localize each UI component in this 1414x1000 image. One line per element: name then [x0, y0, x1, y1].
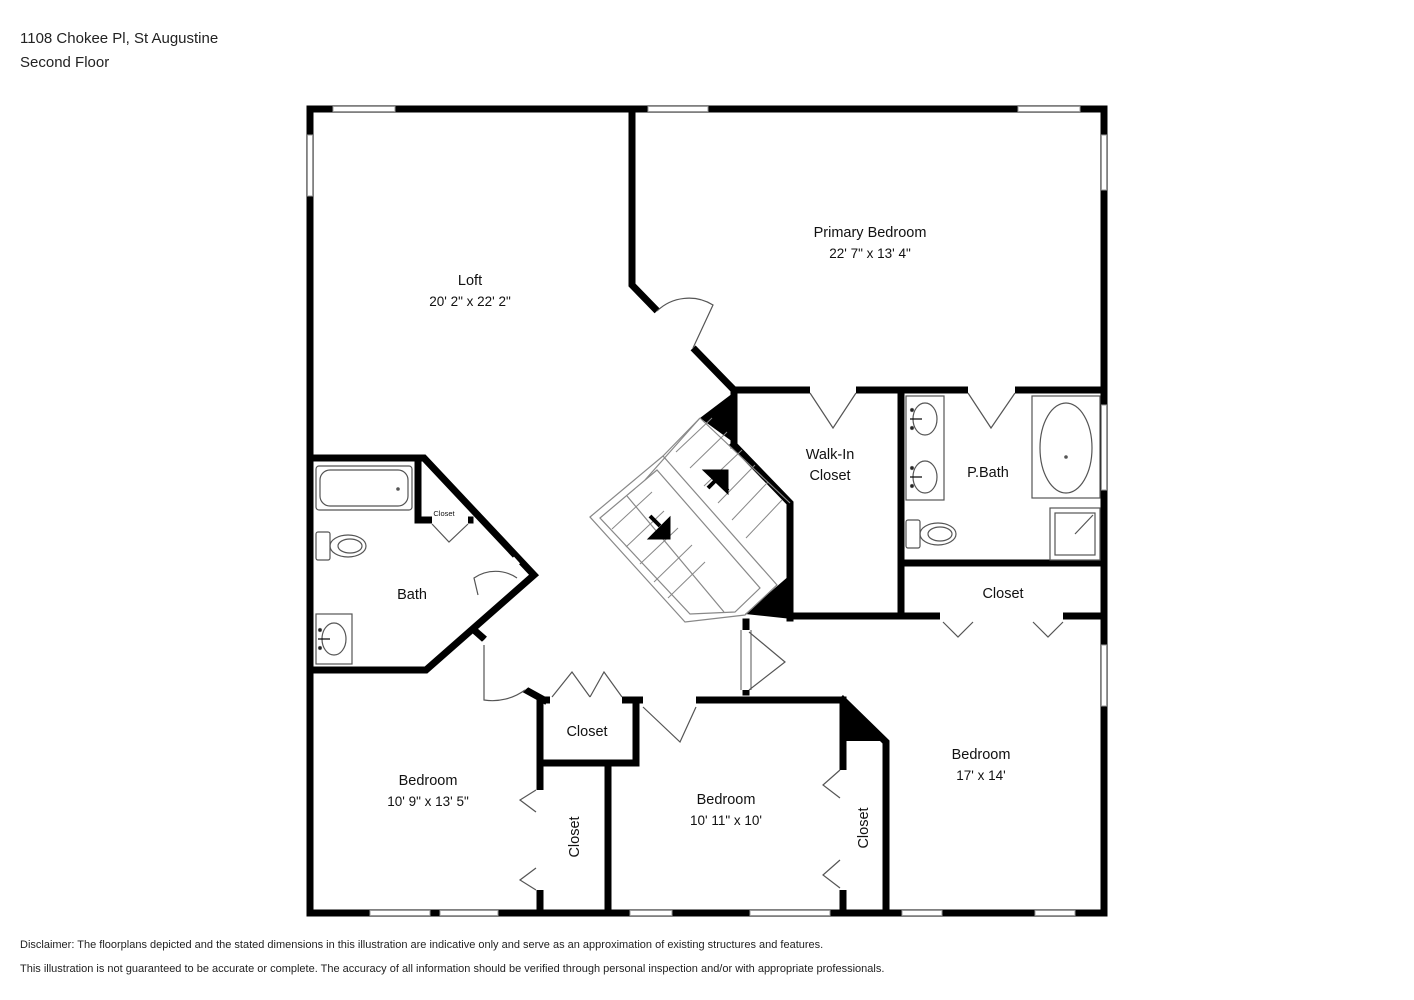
wall-bed-west-jamb: [469, 625, 487, 642]
room-dims-bedroom-west: 10' 9" x 13' 5": [387, 794, 469, 809]
door-openings: [432, 307, 1063, 890]
room-dims-loft: 20' 2" x 22' 2": [429, 294, 511, 309]
door-swings: [431, 297, 1064, 891]
toilet-icon: [905, 519, 957, 549]
stair-arrows: [646, 469, 730, 540]
property-address: 1108 Chokee Pl, St Augustine: [20, 30, 219, 47]
room-name-loft: Loft: [458, 273, 482, 289]
room-name-hall-closet: Closet: [566, 724, 607, 740]
stairs: [589, 417, 791, 623]
room-name-bath: Bath: [397, 587, 427, 603]
room-dims-bedroom-middle: 10' 11" x 10': [690, 813, 762, 828]
room-dims-bedroom-east: 17' x 14': [956, 768, 1005, 783]
room-name-bedroom-middle-closet: Closet: [856, 807, 872, 848]
room-name-primary-closet: Closet: [982, 586, 1023, 602]
fill-stair-top: [700, 390, 737, 445]
window-panes: [307, 106, 1107, 916]
room-name-primary-bedroom: Primary Bedroom: [814, 225, 927, 241]
disclaimer-line-2: This illustration is not guaranteed to b…: [20, 963, 885, 975]
fill-bed-middle-corner: [840, 697, 888, 741]
wall-bath: [309, 454, 540, 674]
arrow-down-icon-head: [646, 515, 671, 540]
vanity-icon: [905, 395, 945, 501]
windows: [307, 106, 1107, 916]
disclaimer-line-1: Disclaimer: The floorplans depicted and …: [20, 939, 824, 951]
room-name-bath-closet: Closet: [433, 509, 455, 518]
room-name-bedroom-west: Bedroom: [399, 773, 458, 789]
room-name-primary-bath: P.Bath: [967, 465, 1009, 481]
room-name-bedroom-east: Bedroom: [952, 747, 1011, 763]
bathtub-icon: [315, 465, 413, 511]
arrow-down-icon: [648, 514, 662, 528]
room-dims-primary-bedroom: 22' 7" x 13' 4": [829, 246, 911, 261]
room-name-bedroom-west-closet: Closet: [567, 816, 583, 857]
wall-fills: [700, 390, 888, 741]
room-name-walk-in-closet-2: Closet: [809, 468, 850, 484]
room-name-bedroom-middle: Bedroom: [697, 792, 756, 808]
fixtures: [315, 395, 1101, 665]
floor-label: Second Floor: [20, 54, 110, 71]
fill-stair-bottom: [745, 575, 792, 619]
bathtub-icon: [1031, 395, 1101, 499]
sink-icon: [315, 613, 353, 665]
room-labels: Loft 20' 2" x 22' 2" Primary Bedroom 22'…: [387, 225, 1023, 858]
door-jambs: [740, 630, 752, 690]
room-name-walk-in-closet-1: Walk-In: [806, 447, 855, 463]
shower-icon: [1049, 507, 1101, 561]
toilet-icon: [315, 531, 367, 561]
